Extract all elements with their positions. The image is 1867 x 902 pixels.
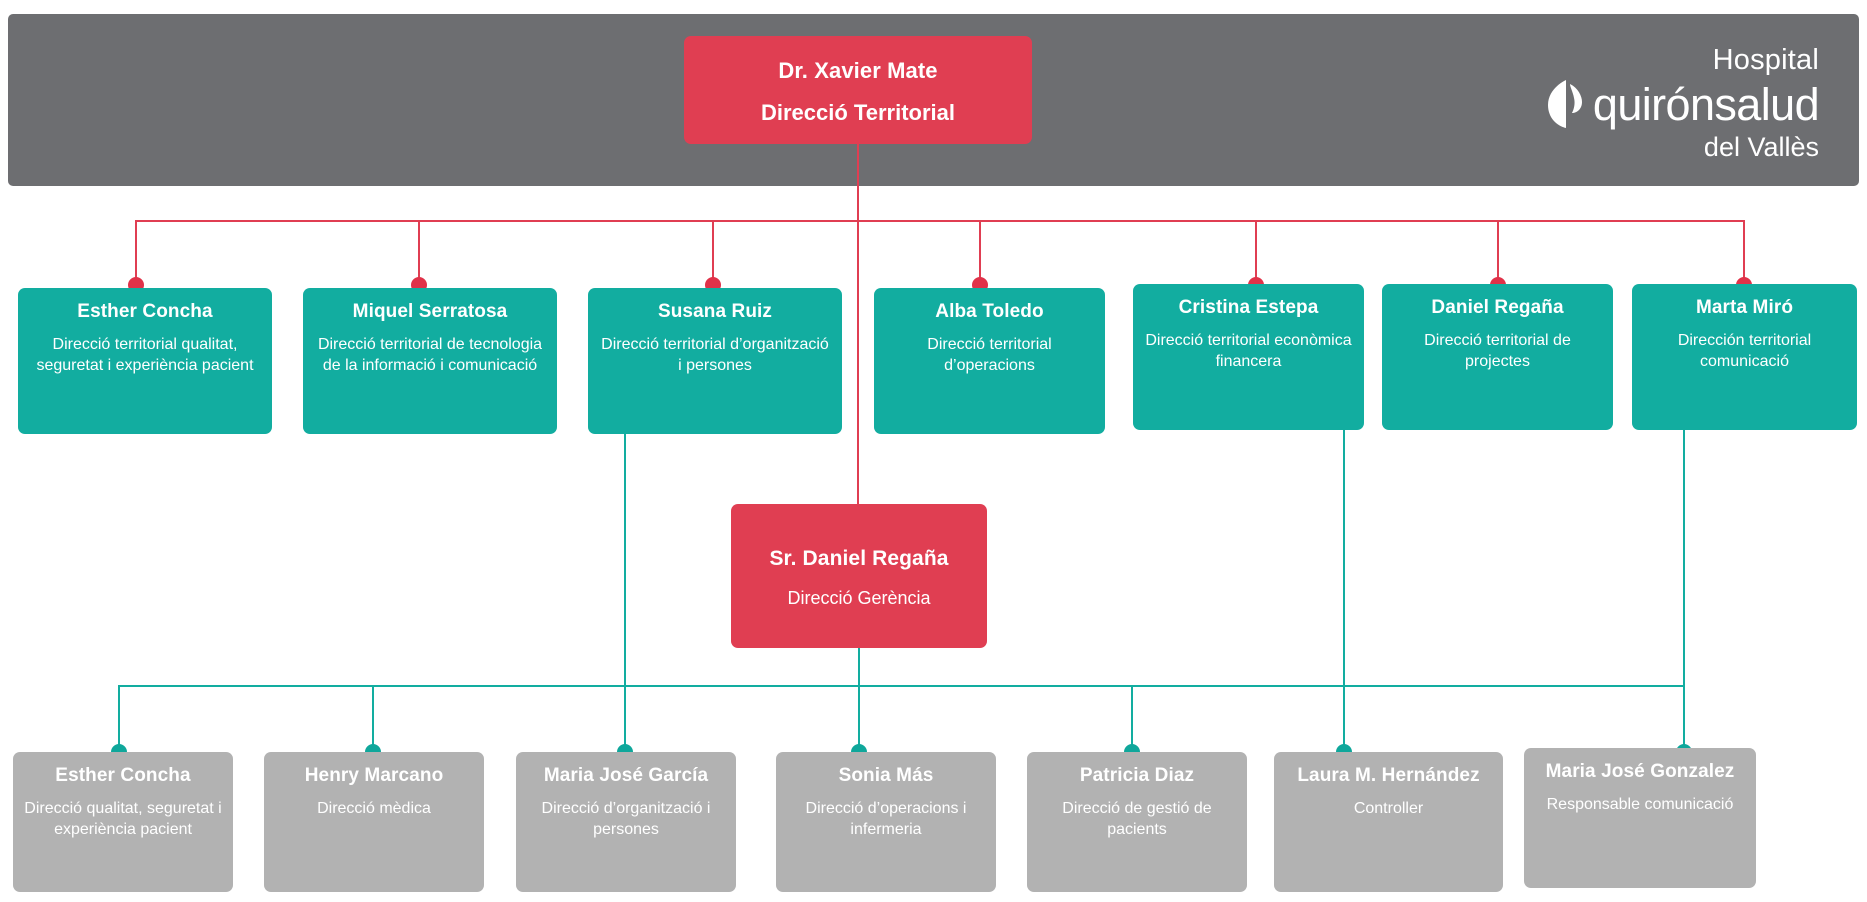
connector-drop-local-1 [372, 685, 374, 751]
node-gerencia-daniel-regana[interactable]: Sr. Daniel Regaña Direcció Gerència [731, 504, 987, 648]
node-name: Sr. Daniel Regaña [769, 547, 949, 570]
node-role: Direcció Gerència [787, 588, 931, 609]
node-name: Cristina Estepa [1178, 297, 1319, 318]
connector-drop-territorial-2 [712, 220, 714, 284]
connector-territorial-bus [135, 220, 1743, 222]
node-role: Direcció territorial econòmica financera [1145, 331, 1352, 370]
node-territorial-2[interactable]: Susana Ruiz Direcció territorial d’organ… [588, 288, 842, 434]
connector-gerencia-stem [858, 648, 860, 686]
node-role: Direcció mèdica [317, 799, 431, 817]
connector-drop-territorial-3 [979, 220, 981, 284]
node-role: Direcció de gestió de pacients [1062, 799, 1212, 838]
node-root-xavier-mate[interactable]: Dr. Xavier Mate Direcció Territorial [684, 36, 1032, 144]
connector-drop-territorial-0 [135, 220, 137, 284]
node-name: Patricia Diaz [1079, 765, 1195, 786]
node-territorial-6[interactable]: Marta Miró Dirección territorial comunic… [1632, 284, 1857, 430]
node-local-3[interactable]: Sonia Más Direcció d’operacions i inferm… [776, 752, 996, 892]
connector-drop-local-3 [858, 685, 860, 751]
node-name: Esther Concha [77, 301, 213, 322]
connector-drop-susana-ruiz [624, 434, 626, 686]
node-territorial-3[interactable]: Alba Toledo Direcció territorial d’opera… [874, 288, 1105, 434]
node-name: Sonia Más [838, 765, 934, 786]
logo-quironsalud-label: quirónsalud [1592, 78, 1820, 130]
node-role: Direcció territorial de tecnologia de la… [317, 335, 543, 374]
quironsalud-logo: Hospital quirónsalud del Vallès [1499, 44, 1820, 166]
connector-drop-cristina-estepa [1343, 430, 1345, 686]
node-name: Henry Marcano [304, 765, 444, 786]
connector-drop-territorial-5 [1497, 220, 1499, 284]
connector-drop-local-5 [1343, 685, 1345, 751]
node-role: Direcció territorial de projectes [1424, 331, 1571, 370]
node-name: Maria José García [543, 765, 709, 786]
connector-drop-territorial-4 [1255, 220, 1257, 284]
node-role: Responsable comunicació [1546, 795, 1734, 813]
node-name: Susana Ruiz [657, 301, 773, 322]
node-territorial-1[interactable]: Miquel Serratosa Direcció territorial de… [303, 288, 557, 434]
node-role: Dirección territorial comunicació [1677, 331, 1812, 370]
node-territorial-5[interactable]: Daniel Regaña Direcció territorial de pr… [1382, 284, 1613, 430]
connector-drop-territorial-1 [418, 220, 420, 284]
node-role: Direcció d’organització i persones [541, 799, 711, 838]
node-name: Miquel Serratosa [352, 301, 508, 322]
connector-root-stem [857, 144, 859, 221]
node-name: Esther Concha [55, 765, 191, 786]
node-role: Controller [1353, 799, 1424, 817]
node-local-5[interactable]: Laura M. Hernández Controller [1274, 752, 1503, 892]
node-name: Dr. Xavier Mate [778, 58, 938, 83]
connector-drop-territorial-6 [1743, 220, 1745, 284]
connector-drop-marta-miro [1683, 430, 1685, 686]
connector-drop-local-2 [624, 685, 626, 751]
logo-delvalles-label: del Vallès [1703, 132, 1819, 162]
connector-root-to-gerencia [857, 220, 859, 510]
node-name: Maria José Gonzalez [1545, 761, 1735, 782]
node-name: Laura M. Hernández [1297, 765, 1480, 786]
node-territorial-4[interactable]: Cristina Estepa Direcció territorial eco… [1133, 284, 1364, 430]
node-role: Direcció territorial d’organització i pe… [601, 335, 829, 374]
node-local-6[interactable]: Maria José Gonzalez Responsable comunica… [1524, 748, 1756, 888]
logo-wordmark-row: quirónsalud [1499, 77, 1820, 131]
node-name: Marta Miró [1695, 297, 1794, 318]
node-role: Direcció territorial d’operacions [927, 335, 1052, 374]
node-name: Alba Toledo [935, 301, 1044, 322]
connector-drop-local-4 [1131, 685, 1133, 751]
quironsalud-leaf-icon [1547, 80, 1582, 128]
node-territorial-0[interactable]: Esther Concha Direcció territorial quali… [18, 288, 272, 434]
node-name: Daniel Regaña [1431, 297, 1564, 318]
node-role: Direcció territorial qualitat, seguretat… [36, 335, 254, 374]
logo-hospital-label: Hospital [1712, 44, 1819, 76]
node-local-1[interactable]: Henry Marcano Direcció mèdica [264, 752, 484, 892]
node-local-0[interactable]: Esther Concha Direcció qualitat, seguret… [13, 752, 233, 892]
connector-local-bus [118, 685, 1683, 687]
node-role: Direcció qualitat, seguretat i experiènc… [24, 799, 222, 838]
connector-drop-local-0 [118, 685, 120, 751]
node-local-2[interactable]: Maria José García Direcció d’organitzaci… [516, 752, 736, 892]
node-role: Direcció Territorial [761, 100, 955, 126]
connector-drop-local-6 [1683, 685, 1685, 751]
node-role: Direcció d’operacions i infermeria [805, 799, 967, 838]
node-local-4[interactable]: Patricia Diaz Direcció de gestió de paci… [1027, 752, 1247, 892]
